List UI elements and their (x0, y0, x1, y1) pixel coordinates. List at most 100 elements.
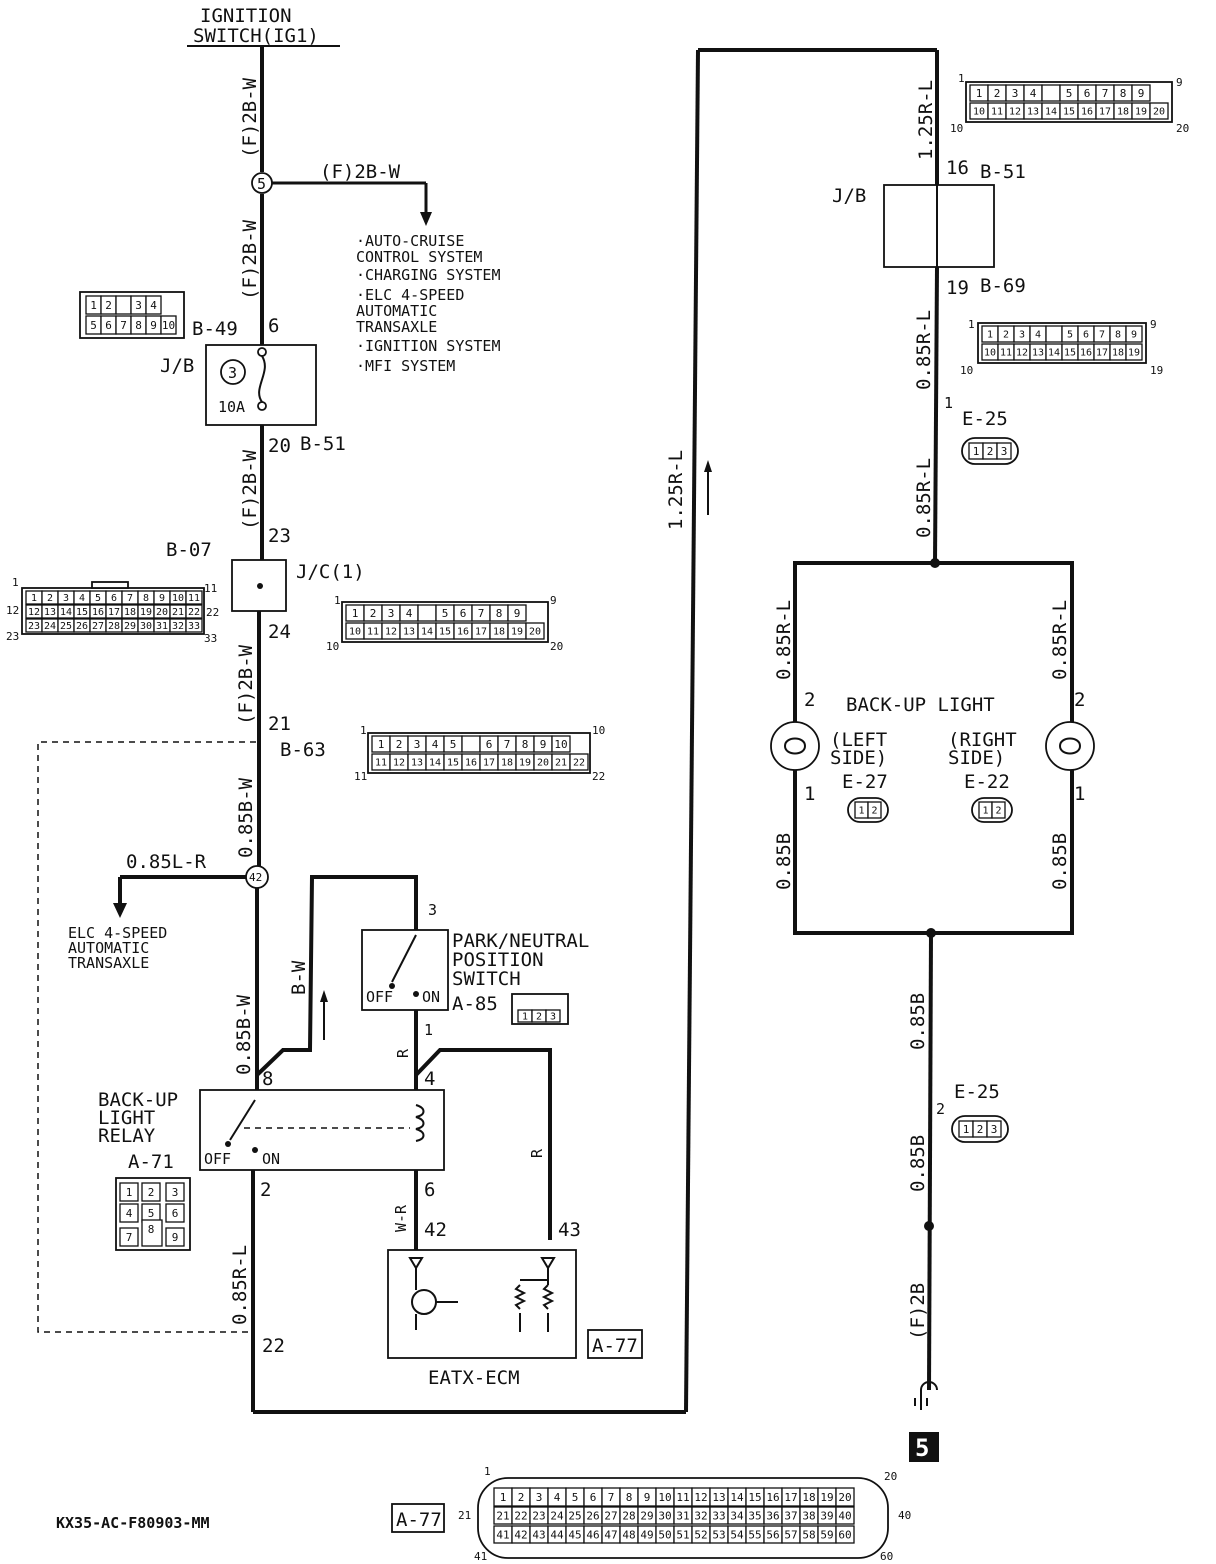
connector-pin-cell (185, 604, 203, 619)
connector-pin-label: 2 (994, 87, 1001, 100)
ecm-resistor-icon (513, 1257, 556, 1332)
branch-arrow-icon (420, 212, 432, 226)
elc-dest-0: ELC 4-SPEED (68, 924, 167, 942)
wire-ground (927, 932, 933, 1391)
connector-pin-cell (165, 1182, 185, 1202)
connector-pin-cell (1131, 84, 1151, 102)
connector-a77-small: A-77 (587, 1329, 643, 1359)
connector-pin-label: 10 (554, 738, 567, 751)
connector-pin-label: 18 (802, 1491, 815, 1504)
pn-switch-blade (391, 934, 417, 983)
backup-right-0: (RIGHT (948, 729, 1017, 751)
junction-42 (245, 865, 269, 889)
fuse-amp: 10A (218, 398, 245, 416)
connector-pin-label: 12 (1016, 348, 1028, 359)
connector-pin-label: 15 (748, 1491, 761, 1504)
connector-edge-label: 40 (898, 1509, 911, 1522)
connector-pin-cell (986, 1120, 1002, 1138)
connector-edge-label: 19 (1150, 364, 1163, 377)
connector-pin-label: 59 (820, 1528, 833, 1541)
connector-pin-label: 6 (460, 607, 467, 620)
bulb-right-pin1: 1 (1074, 783, 1085, 805)
connector-pin-label: 26 (586, 1509, 599, 1522)
connector-edge-label: 9 (1150, 318, 1157, 331)
wire-label-085rl-r2: 0.85R-L (913, 458, 935, 538)
connector-edge-label: 10 (326, 640, 339, 653)
fuse-icon (258, 355, 266, 403)
connector-pin-label: 18 (493, 627, 505, 638)
connector-pin-label: 11 (375, 758, 387, 769)
ignition-line2: SWITCH(IG1) (193, 25, 319, 47)
jb-right-pin-in: 16 (946, 157, 969, 179)
connector-pin-label: 45 (568, 1528, 581, 1541)
junction-42-label: 42 (249, 871, 262, 884)
connector-pin-label: 4 (1030, 87, 1037, 100)
connector-pin-label: 3 (414, 738, 421, 751)
connector-pin-cell (141, 1219, 163, 1247)
connector-pin-label: 13 (411, 758, 423, 769)
footer-code: KX35-AC-F80903-MM (56, 1514, 210, 1532)
connector-pin-label: 10 (172, 593, 184, 604)
connector-pin-label: 19 (519, 758, 531, 769)
connector-pin-label: 1 (976, 87, 983, 100)
relay-on: ON (262, 1150, 280, 1168)
connector-edge-label: 1 (968, 318, 975, 331)
splice-point (924, 1221, 934, 1231)
connector-pin-label: 9 (172, 1231, 179, 1244)
connector-edge-label: 11 (204, 582, 217, 595)
relay-contact-blade (229, 1099, 256, 1141)
connector-pin-label: 2 (977, 1123, 984, 1136)
connector-pin-label: 9 (1138, 87, 1145, 100)
e25-top-connector: E-25 (962, 408, 1008, 430)
jb-left-pin-in: 6 (268, 315, 279, 337)
connector-pin-label: 41 (496, 1528, 509, 1541)
wire-label-125rl-right: 1.25R-L (915, 80, 937, 160)
connector-pin-cell (417, 604, 437, 622)
connector-pin-label: 6 (105, 319, 112, 332)
jc-label: J/C(1) (296, 561, 365, 583)
connector-pin-cell (1045, 325, 1063, 343)
connector-pin-label: 57 (784, 1528, 797, 1541)
connector-pin-label: 4 (1035, 330, 1041, 341)
connector-pin-label: 19 (820, 1491, 833, 1504)
connector-pin-label: 2 (518, 1491, 525, 1504)
wire-mid-vertical (684, 49, 700, 1413)
backup-left-0: (LEFT (830, 729, 887, 751)
connector-pin-label: 42 (514, 1528, 527, 1541)
pn-pin-bottom: 1 (424, 1021, 433, 1039)
connector-pin-label: 17 (483, 758, 495, 769)
connector-pin-label: 36 (766, 1509, 779, 1522)
connector-pin-label: 15 (447, 758, 459, 769)
jb-right-label: J/B (832, 185, 866, 207)
connector-pin-label: 14 (421, 627, 433, 638)
elc-arrow-icon (113, 903, 127, 918)
jb-right-connector-out: B-69 (980, 275, 1026, 297)
wire-label-f2b: (F)2B (907, 1283, 929, 1340)
connector-pin-label: 34 (730, 1509, 744, 1522)
connector-pin-label: 8 (626, 1491, 633, 1504)
connector-edge-label: 10 (950, 122, 963, 135)
connector-pin-label: 17 (1099, 107, 1111, 118)
connector-pin-label: 4 (79, 593, 85, 604)
connector-pin-label: 5 (450, 738, 457, 751)
jb-left-label: J/B (160, 355, 194, 377)
connector-pin-label: 18 (124, 607, 136, 618)
connector-pin-cell (525, 622, 545, 640)
wire-label-085b-g1: 0.85B (907, 993, 929, 1050)
connector-pin-cell (145, 295, 162, 315)
fuse-number: 3 (228, 364, 237, 382)
connector-pin-cell (165, 1203, 185, 1223)
connector-pin-label: 1 (352, 607, 359, 620)
connector-pin-cell (119, 1203, 139, 1223)
connector-pin-label: 16 (457, 627, 469, 638)
wire-label-085bw-1: 0.85B-W (235, 777, 257, 858)
connector-pin-cell (867, 801, 882, 819)
connector-pin-label: 4 (150, 299, 157, 312)
backup-light-title: BACK-UP LIGHT (846, 694, 995, 716)
